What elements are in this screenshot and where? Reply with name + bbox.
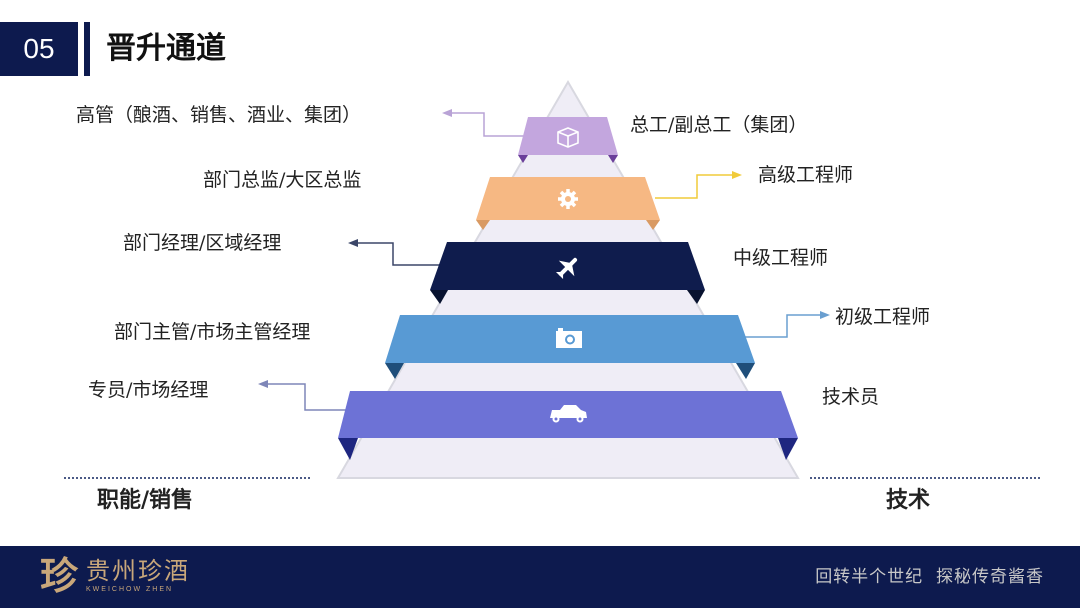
arrow-icon — [732, 171, 742, 179]
right-label-2: 高级工程师 — [758, 164, 854, 186]
brand-text: 贵州珍酒 KWEICHOW ZHEN — [86, 557, 190, 595]
car-icon — [550, 405, 587, 423]
footer-bar: 珍 贵州珍酒 KWEICHOW ZHEN 回转半个世纪 探秘传奇酱香 — [0, 546, 1080, 608]
brand-logo: 珍 贵州珍酒 KWEICHOW ZHEN — [40, 554, 190, 598]
right-label-3: 中级工程师 — [733, 247, 829, 269]
connector-right-2 — [655, 174, 738, 199]
right-label-5: 技术员 — [822, 386, 880, 408]
cube-icon — [557, 127, 579, 148]
section-number: 05 — [0, 22, 78, 76]
brand-name: 贵州珍酒 — [86, 557, 191, 585]
left-label-3: 部门经理/区域经理 — [123, 232, 282, 254]
connector-left-5 — [262, 383, 348, 411]
page-title: 晋升通道 — [106, 31, 226, 66]
category-left: 职能/销售 — [97, 487, 194, 513]
title-accent-bar — [84, 22, 90, 76]
left-label-4: 部门主管/市场主管经理 — [114, 321, 311, 343]
left-label-1: 高管（酿酒、销售、酒业、集团） — [76, 104, 362, 126]
divider-right — [810, 477, 1040, 479]
right-label-4: 初级工程师 — [835, 306, 931, 328]
arrow-icon — [258, 380, 268, 388]
right-label-1: 总工/副总工（集团） — [630, 114, 808, 136]
gear-icon — [558, 189, 578, 209]
camera-icon — [556, 328, 582, 348]
arrow-icon — [442, 109, 452, 117]
category-right: 技术 — [886, 487, 931, 513]
connector-left-1 — [446, 112, 528, 137]
divider-left — [64, 477, 310, 479]
connector-left-3 — [352, 242, 440, 266]
band-folds — [338, 155, 798, 460]
connector-right-4 — [745, 314, 826, 338]
brand-mark: 珍 — [40, 553, 79, 598]
slogan: 回转半个世纪 探秘传奇酱香 — [815, 567, 1044, 587]
left-label-2: 部门总监/大区总监 — [203, 169, 362, 191]
arrow-icon — [348, 239, 358, 247]
left-label-5: 专员/市场经理 — [88, 379, 209, 401]
arrow-icon — [820, 311, 830, 319]
brand-english: KWEICHOW ZHEN — [86, 586, 174, 593]
